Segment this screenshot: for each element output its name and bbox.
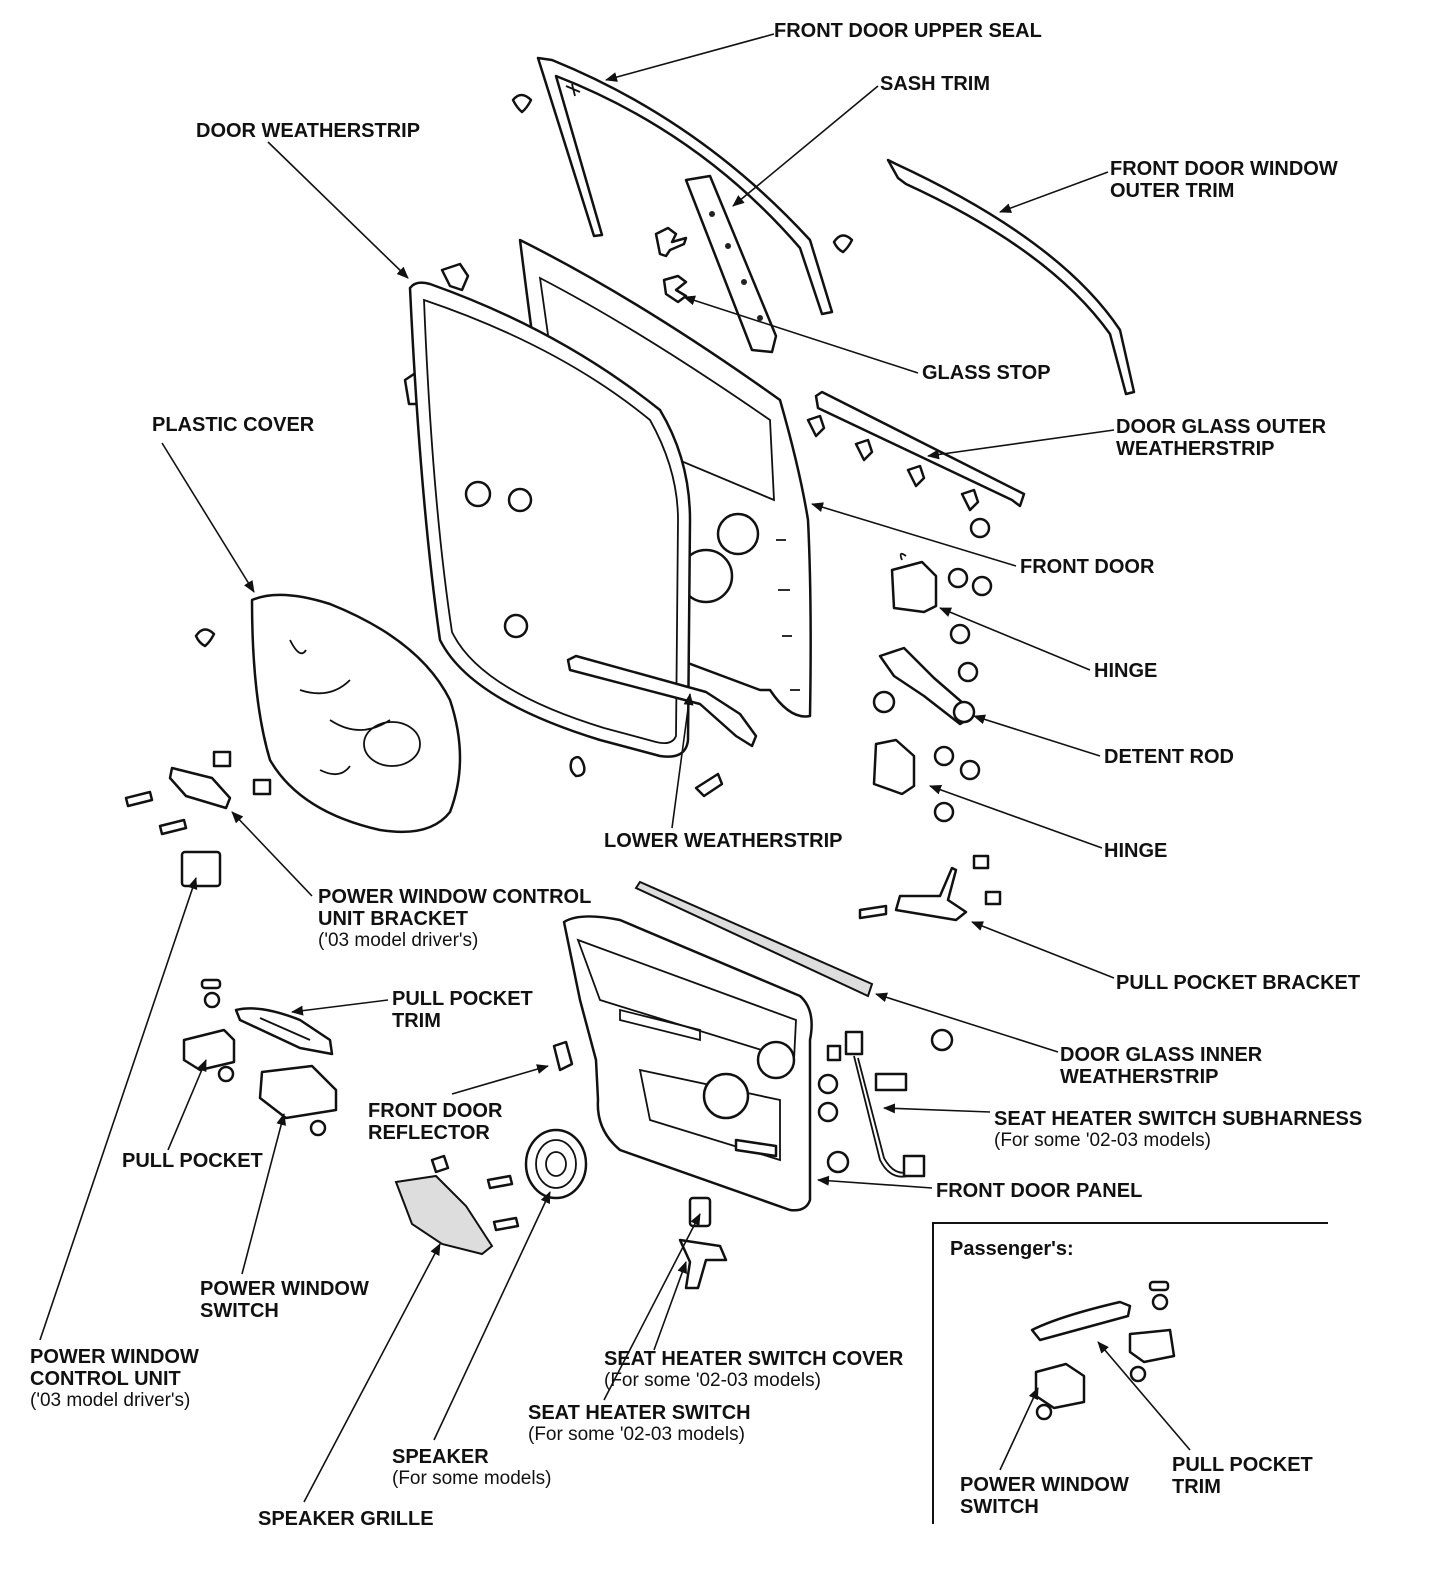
front-door-window-outer-trim-part [886, 158, 1136, 396]
seat-heater-switch-part [688, 1196, 712, 1228]
door-grommets [464, 480, 533, 639]
label-line: PULL POCKET [1172, 1454, 1313, 1476]
pull-pocket-trim-part [200, 978, 334, 1056]
seat-heater-subharness-part [844, 1030, 926, 1178]
label-door-glass-inner-weatherstrip: DOOR GLASS INNER WEATHERSTRIP [1060, 1044, 1262, 1088]
label-passenger-pull-pocket-trim: PULL POCKET TRIM [1172, 1454, 1313, 1498]
label-plastic-cover: PLASTIC COVER [152, 414, 315, 436]
label-line: POWER WINDOW [960, 1474, 1129, 1496]
label-door-glass-outer-weatherstrip: DOOR GLASS OUTER WEATHERSTRIP [1116, 416, 1326, 460]
label-line: DOOR GLASS OUTER [1116, 416, 1327, 438]
passenger-inset-frame [932, 1222, 1328, 1524]
door-weatherstrip-part [408, 281, 692, 758]
label-note: (For some '02-03 models) [604, 1370, 821, 1391]
speaker-grille-part [394, 1154, 520, 1256]
glass-stop-part [662, 274, 688, 304]
passenger-parts [1030, 1280, 1176, 1421]
label-line: UNIT BRACKET [318, 908, 468, 930]
front-door-panel-part [562, 915, 813, 1212]
pull-pocket-part [182, 1028, 236, 1083]
label-line: SEAT HEATER SWITCH SUBHARNESS [994, 1108, 1363, 1130]
label-sash-trim: SASH TRIM [880, 73, 990, 95]
lower-weatherstrip-part [566, 654, 758, 748]
pull-pocket-bracket-part [858, 854, 1002, 922]
label-seat-heater-subharness: SEAT HEATER SWITCH SUBHARNESS (For some … [994, 1108, 1362, 1152]
label-front-door-reflector: FRONT DOOR REFLECTOR [368, 1100, 502, 1144]
label-power-window-switch: POWER WINDOW SWITCH [200, 1278, 369, 1322]
label-front-door-panel: FRONT DOOR PANEL [936, 1180, 1143, 1202]
label-line: POWER WINDOW CONTROL [318, 886, 592, 908]
label-line: PULL POCKET [392, 988, 533, 1010]
speaker-part [524, 1128, 588, 1200]
label-front-door-window-outer-trim: FRONT DOOR WINDOW OUTER TRIM [1110, 158, 1338, 202]
label-line: OUTER TRIM [1110, 180, 1235, 202]
pwcu-part [180, 850, 222, 888]
label-hinge-upper: HINGE [1094, 660, 1158, 682]
label-seat-heater-switch: SEAT HEATER SWITCH (For some '02-03 mode… [528, 1402, 751, 1446]
label-passengers: Passenger's: [950, 1238, 1074, 1260]
label-passenger-power-window-switch: POWER WINDOW SWITCH [960, 1474, 1129, 1518]
label-note: (For some '02-03 models) [994, 1130, 1211, 1151]
label-lower-weatherstrip: LOWER WEATHERSTRIP [604, 830, 843, 852]
label-line: POWER WINDOW [200, 1278, 369, 1300]
label-line: SWITCH [960, 1496, 1039, 1518]
seat-heater-switch-cover-part [678, 1238, 728, 1290]
label-line: POWER WINDOW [30, 1346, 199, 1368]
door-glass-inner-weatherstrip-part [634, 880, 874, 998]
label-detent-rod: DETENT ROD [1104, 746, 1234, 768]
label-line: WEATHERSTRIP [1060, 1066, 1219, 1088]
hinge-lower-part [872, 738, 981, 823]
sash-trim-part [654, 174, 778, 354]
label-pwcu-bracket: POWER WINDOW CONTROL UNIT BRACKET ('03 m… [318, 886, 591, 952]
label-door-weatherstrip: DOOR WEATHERSTRIP [196, 120, 421, 142]
label-line: SEAT HEATER SWITCH [528, 1402, 751, 1424]
label-seat-heater-switch-cover: SEAT HEATER SWITCH COVER (For some '02-0… [604, 1348, 903, 1392]
label-pull-pocket-trim: PULL POCKET TRIM [392, 988, 533, 1032]
label-pull-pocket: PULL POCKET [122, 1150, 263, 1172]
front-door-upper-seal-part [536, 56, 834, 316]
label-line: SWITCH [200, 1300, 279, 1322]
label-power-window-control-unit: POWER WINDOW CONTROL UNIT ('03 model dri… [30, 1346, 199, 1412]
label-pull-pocket-bracket: PULL POCKET BRACKET [1116, 972, 1361, 994]
label-note: ('03 model driver's) [30, 1390, 191, 1411]
label-front-door-upper-seal: FRONT DOOR UPPER SEAL [774, 20, 1042, 42]
label-line: SEAT HEATER SWITCH COVER [604, 1348, 904, 1370]
label-note: ('03 model driver's) [318, 930, 479, 951]
label-note: (For some models) [392, 1468, 552, 1489]
label-front-door: FRONT DOOR [1020, 556, 1155, 578]
plastic-cover-part [250, 593, 462, 834]
label-speaker-grille: SPEAKER GRILLE [258, 1508, 434, 1530]
door-glass-outer-weatherstrip-part [806, 390, 1026, 539]
label-line: SPEAKER [392, 1446, 489, 1468]
pwcu-bracket-part [124, 750, 272, 836]
label-line: FRONT DOOR [368, 1100, 503, 1122]
detent-rod-part [872, 646, 979, 726]
front-door-reflector-part [552, 1040, 574, 1072]
label-line: REFLECTOR [368, 1122, 490, 1144]
power-window-switch-part [258, 1064, 338, 1137]
hinge-upper-part [890, 552, 993, 645]
label-line: TRIM [392, 1010, 441, 1032]
label-line: WEATHERSTRIP [1116, 438, 1275, 460]
label-hinge-lower: HINGE [1104, 840, 1168, 862]
label-note: (For some '02-03 models) [528, 1424, 745, 1445]
label-line: CONTROL UNIT [30, 1368, 181, 1390]
label-line: FRONT DOOR WINDOW [1110, 158, 1338, 180]
label-speaker: SPEAKER (For some models) [392, 1446, 551, 1490]
label-line: DOOR GLASS INNER [1060, 1044, 1263, 1066]
leader-lines [39, 33, 1191, 1503]
panel-fasteners [817, 1028, 954, 1174]
label-line: TRIM [1172, 1476, 1221, 1498]
label-glass-stop: GLASS STOP [922, 362, 1051, 384]
